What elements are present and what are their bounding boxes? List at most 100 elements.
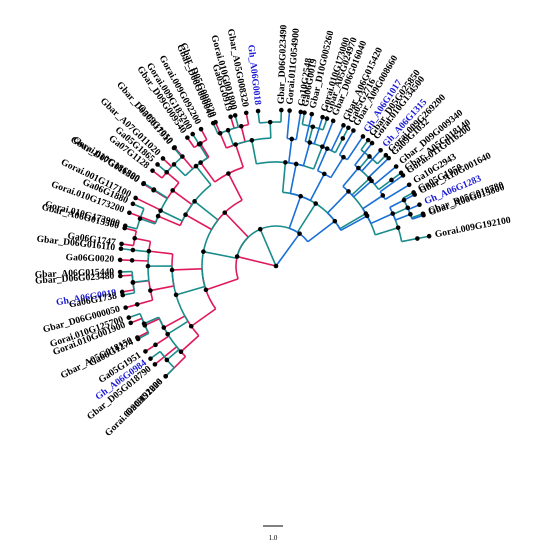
red-clade-leaf-node: [117, 257, 123, 263]
red-clade-internal-node: [222, 210, 228, 215]
blue-clade-internal-branch: [289, 163, 297, 194]
blue-clade-leaf-node: [309, 111, 315, 117]
red-clade-leaf-node: [133, 195, 138, 201]
red-clade-internal-branch: [240, 126, 246, 142]
teal-clade-leaf-node: [255, 108, 261, 114]
teal-clade-leaf-node: [324, 116, 330, 121]
red-clade-internal-branch: [137, 299, 153, 306]
red-clade-internal-branch: [205, 278, 239, 291]
blue-clade-internal-branch: [340, 215, 368, 232]
teal-clade-branch-arc: [235, 225, 298, 259]
red-clade-internal-branch: [199, 162, 216, 183]
blue-clade-leaf-node: [351, 128, 356, 133]
teal-clade-internal-node: [130, 279, 136, 285]
teal-clade-internal-node: [141, 321, 147, 326]
teal-clade-leaf-node: [155, 162, 160, 167]
teal-clade-internal-node: [249, 138, 255, 143]
teal-clade-internal-node: [225, 127, 231, 133]
blue-clade-leaf-branch: [286, 110, 291, 139]
blue-clade-internal-branch: [316, 148, 328, 171]
blue-clade-internal-node: [401, 197, 407, 203]
red-clade-internal-branch: [181, 156, 194, 170]
blue-clade-internal-node: [364, 213, 370, 219]
teal-clade-internal-branch: [296, 203, 317, 233]
scale-bar: 1.0: [263, 525, 283, 542]
blue-clade-leaf-branch: [384, 184, 410, 201]
teal-clade-internal-node: [151, 187, 157, 192]
blue-clade-leaf-node: [406, 182, 412, 188]
teal-clade-internal-branch: [334, 138, 344, 153]
blue-clade-internal-branch: [302, 142, 311, 166]
blue-clade-internal-branch: [395, 213, 411, 221]
teal-clade-internal-node: [389, 177, 394, 183]
red-clade-internal-node: [155, 213, 161, 219]
blue-clade-leaf-node: [412, 192, 417, 197]
blue-clade-internal-branch: [288, 195, 302, 229]
teal-clade-internal-branch: [307, 126, 314, 143]
teal-clade-leaf-node: [117, 269, 123, 275]
red-clade-leaf-node: [150, 168, 155, 173]
blue-clade-internal-node: [322, 171, 327, 177]
teal-clade-internal-node: [196, 141, 202, 147]
teal-clade-internal-node: [137, 216, 143, 221]
red-clade-internal-node: [161, 325, 167, 330]
leaf-label: Gbar_D06G023480: [35, 271, 115, 287]
teal-clade-internal-branch: [339, 212, 367, 230]
teal-clade-internal-branch: [358, 155, 371, 170]
red-clade-internal-node: [146, 248, 152, 254]
blue-clade-internal-node: [289, 136, 295, 142]
teal-clade-internal-node: [158, 208, 163, 213]
red-clade-internal-node: [238, 123, 244, 129]
blue-clade-leaf-branch: [313, 116, 324, 145]
teal-clade-leaf-node: [365, 137, 371, 143]
blue-clade-leaf-branch: [338, 130, 355, 156]
red-clade-internal-branch: [172, 268, 203, 271]
blue-clade-leaf-branch: [367, 157, 390, 179]
teal-clade-internal-branch: [378, 179, 392, 191]
blue-clade-leaf-branch: [361, 149, 382, 172]
blue-clade-internal-branch: [330, 156, 345, 179]
red-clade-internal-node: [226, 171, 231, 176]
teal-clade-internal-node: [193, 163, 199, 169]
red-clade-leaf-node: [228, 114, 233, 120]
red-clade-internal-branch: [190, 308, 217, 327]
teal-clade-leaf-node: [171, 145, 177, 151]
red-clade-internal-branch: [172, 189, 193, 206]
teal-clade-leaf-node: [122, 223, 128, 229]
blue-clade-leaf-node: [330, 118, 336, 124]
teal-clade-leaf-node: [232, 113, 238, 118]
red-clade-leaf-branch: [129, 212, 156, 224]
red-clade-internal-branch: [144, 318, 160, 327]
teal-clade-internal-node: [201, 249, 206, 254]
blue-clade-internal-branch: [353, 180, 373, 198]
red-clade-internal-node: [198, 160, 203, 165]
blue-clade-internal-node: [356, 165, 361, 171]
blue-clade-internal-branch: [307, 220, 336, 243]
teal-clade-internal-branch: [351, 177, 371, 196]
teal-clade-stem: [259, 228, 277, 267]
teal-clade-leaf-node: [148, 356, 153, 361]
blue-clade-leaf-branch: [346, 136, 364, 161]
red-clade-leaf-node: [152, 362, 158, 367]
teal-clade-internal-node: [405, 205, 411, 211]
red-clade-internal-node: [217, 130, 223, 136]
red-clade-leaf-node: [128, 320, 134, 326]
blue-clade-internal-node: [298, 193, 303, 199]
teal-clade-internal-node: [267, 119, 273, 125]
tree-nodes: [117, 107, 432, 379]
teal-clade-internal-branch: [132, 279, 149, 284]
red-clade-internal-node: [129, 258, 135, 263]
teal-clade-internal-branch: [132, 249, 149, 253]
red-clade-internal-node: [180, 154, 185, 159]
red-clade-leaf-node: [119, 241, 124, 247]
red-clade-internal-node: [132, 235, 137, 241]
blue-clade-leaf-node: [341, 123, 346, 128]
blue-clade-internal-node: [332, 218, 338, 224]
blue-clade-internal-node: [380, 193, 386, 198]
teal-clade-internal-branch: [173, 163, 186, 177]
teal-clade-internal-branch: [160, 209, 183, 222]
teal-clade-internal-branch: [401, 237, 418, 243]
teal-clade-internal-branch: [167, 320, 189, 335]
teal-clade-internal-branch: [251, 140, 258, 165]
